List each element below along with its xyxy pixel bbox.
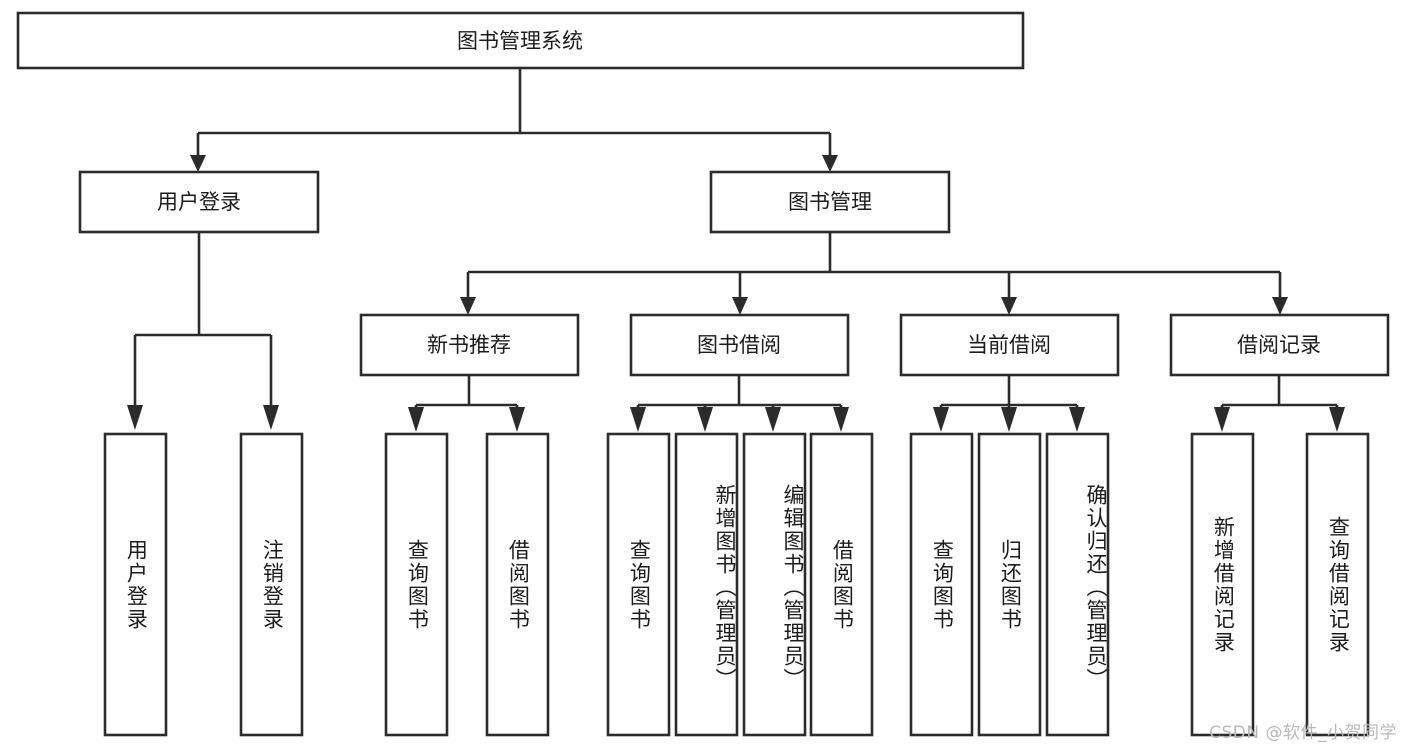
node-user-login[interactable]: 用户登录 [78,170,320,234]
node-new-book-recommend-label: 新书推荐 [427,333,511,357]
node-book-borrow-rect [629,313,850,377]
leaf-box-bb-1[interactable] [606,432,671,737]
node-new-book-recommend-rect [359,313,580,377]
arrow-bm-to-new-book [460,297,476,315]
node-user-login-label: 用户登录 [157,190,241,214]
arrow-bm-to-borrow-record [1272,297,1288,315]
arrow-root-to-user-login [190,155,206,172]
leaf-label-br-1: 新增借阅记录 [1211,515,1236,654]
arrow-cb-leaf3 [1069,407,1085,432]
arrow-bb-leaf4 [833,407,849,432]
node-book-manage[interactable]: 图书管理 [709,170,951,234]
arrow-cb-leaf2 [1001,407,1017,432]
leaf-label-nbr-2: 借阅图书 [506,538,531,631]
leaf-box-user-login-2[interactable] [239,432,304,737]
arrow-bb-leaf1 [630,407,646,432]
node-book-borrow-label: 图书借阅 [697,333,781,357]
arrow-bb-leaf3 [765,407,781,432]
node-borrow-record[interactable]: 借阅记录 [1169,313,1390,377]
leaf-box-user-login-1[interactable] [103,432,168,737]
node-root[interactable]: 图书管理系统 [16,11,1025,70]
leaf-box-nbr-2[interactable] [485,432,550,737]
node-current-borrow-rect [899,313,1120,377]
leaf-box-cb-2[interactable] [977,432,1042,737]
leaf-box-nbr-1[interactable] [384,432,449,737]
leaf-label-cb-1: 查询图书 [930,538,955,631]
node-root-label: 图书管理系统 [457,29,583,53]
node-book-borrow[interactable]: 图书借阅 [629,313,850,377]
node-borrow-record-label: 借阅记录 [1237,333,1321,357]
leaf-box-bb-3[interactable] [742,432,807,737]
arrow-bm-to-book-borrow [732,297,748,315]
leaf-label-cb-3: 确认归还（管理员） [1084,484,1108,691]
csdn-watermark: CSDN @软件_小贺同学 [1209,723,1397,743]
node-new-book-recommend[interactable]: 新书推荐 [359,313,580,377]
arrow-user-login-leaf2 [263,405,279,430]
arrow-nbr-leaf1 [408,407,424,432]
arrow-bb-leaf2 [697,407,713,432]
arrow-br-leaf1 [1214,407,1230,432]
leaf-label-bb-4: 借阅图书 [830,538,855,631]
leaf-label-cb-2: 归还图书 [998,538,1023,631]
arrow-cb-leaf1 [933,407,949,432]
node-current-borrow-label: 当前借阅 [967,333,1051,357]
leaf-label-user-login-2: 注销登录 [260,538,285,631]
leaf-box-br-1[interactable] [1190,432,1255,737]
leaf-label-bb-2: 新增图书（管理员） [713,484,737,691]
leaf-box-cb-1[interactable] [909,432,974,737]
leaf-box-cb-3[interactable] [1045,432,1110,737]
arrow-br-leaf2 [1329,407,1345,432]
leaf-label-bb-3: 编辑图书（管理员） [781,484,805,691]
leaf-box-bb-2[interactable] [674,432,739,737]
leaf-box-bb-4[interactable] [809,432,874,737]
node-root-rect [16,11,1025,70]
leaf-label-br-2: 查询借阅记录 [1326,515,1351,654]
arrow-nbr-leaf2 [509,407,525,432]
leaf-label-nbr-1: 查询图书 [405,538,430,631]
node-book-manage-label: 图书管理 [788,190,872,214]
leaf-label-bb-1: 查询图书 [627,538,652,631]
node-current-borrow[interactable]: 当前借阅 [899,313,1120,377]
arrow-bm-to-current-borrow [1001,297,1017,315]
leaf-box-br-2[interactable] [1305,432,1370,737]
leaf-label-user-login-1: 用户登录 [124,538,149,631]
arrow-user-login-leaf1 [127,405,143,430]
arrow-root-to-book-manage [822,155,838,172]
